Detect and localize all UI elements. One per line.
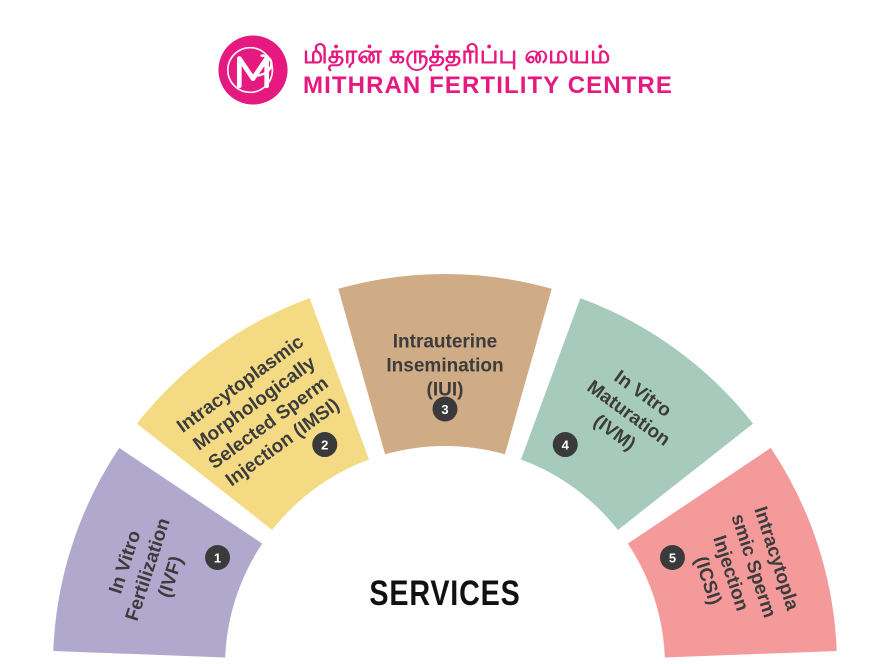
brand-name-tamil: மித்ரன் கருத்தரிப்பு மையம் [303,40,611,69]
segment-badge-number: 1 [214,551,221,566]
segment-wedge[interactable] [338,273,552,455]
segment-wedge[interactable] [136,298,370,530]
segment-wedge[interactable] [53,447,263,658]
center-title: SERVICES [369,573,520,612]
brand-header: மித்ரன் கருத்தரிப்பு மையம் MITHRAN FERTI… [0,34,890,106]
mithran-m-monogram-icon [218,35,288,105]
segment-badge-number: 4 [562,438,570,453]
segment-label-line: (IUI) [427,380,464,401]
brand-name-english: MITHRAN FERTILITY CENTRE [303,71,673,99]
segment-badge-circle [552,432,578,458]
segment-wedge[interactable] [627,447,837,658]
segment-label-line: Intrauterine [393,332,498,353]
segment-badge-circle [432,396,458,422]
brand-wordmark: மித்ரன் கருத்தரிப்பு மையம் MITHRAN FERTI… [303,41,673,99]
segment-label-line: Insemination [386,356,503,377]
segment-badge-number: 3 [441,402,448,417]
segment-badge-number: 2 [321,438,328,453]
segment-wedge[interactable] [520,298,754,530]
segment-badge-circle [312,432,338,458]
segment-badge-circle [205,545,231,571]
segment-badge-circle [659,545,685,571]
segment-badge-number: 5 [669,551,676,566]
